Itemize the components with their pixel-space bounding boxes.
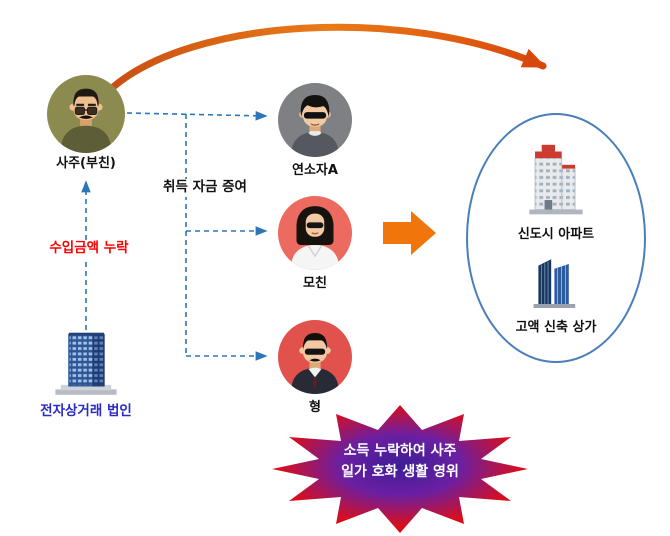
brother-avatar-icon: [278, 320, 352, 394]
starburst-icon: [272, 405, 528, 533]
assets-ellipse: 신도시 아파트 고액 신축 상가: [466, 113, 646, 363]
mother-label: 모친: [303, 276, 327, 291]
shops-label: 고액 신축 상가: [515, 320, 597, 335]
company-building-icon: [55, 332, 117, 395]
mother-avatar-icon: [278, 196, 352, 270]
minor-avatar: [278, 83, 352, 157]
burst-text: 소득 누락하여 사주 일가 호화 생활 영위: [292, 441, 508, 483]
brother-label: 형: [309, 400, 321, 415]
apartment-building-icon: [529, 144, 583, 215]
gift-funds-label: 취득 자금 증여: [147, 179, 263, 197]
revenue-omission-label: 수입금액 누락: [25, 240, 153, 258]
company-label: 전자상거래 법인: [40, 403, 132, 419]
apartment-label: 신도시 아파트: [517, 227, 595, 242]
minor-avatar-icon: [278, 83, 352, 157]
starburst: [268, 402, 532, 536]
burst-line2: 일가 호화 생활 영위: [341, 464, 459, 480]
father-avatar: [47, 75, 125, 153]
company-building: [50, 330, 122, 402]
brother-avatar: [278, 320, 352, 394]
father-label: 사주(부친): [56, 156, 116, 171]
minor-label: 연소자A: [292, 163, 338, 178]
mother-avatar: [278, 196, 352, 270]
starburst-shape: [272, 405, 528, 533]
curved-transfer-arrow-icon: [108, 23, 547, 92]
shop-towers-icon: [533, 259, 576, 308]
flow-arrow-icon: [383, 211, 436, 255]
father-avatar-icon: [47, 75, 125, 153]
burst-line1: 소득 누락하여 사주: [343, 443, 457, 459]
